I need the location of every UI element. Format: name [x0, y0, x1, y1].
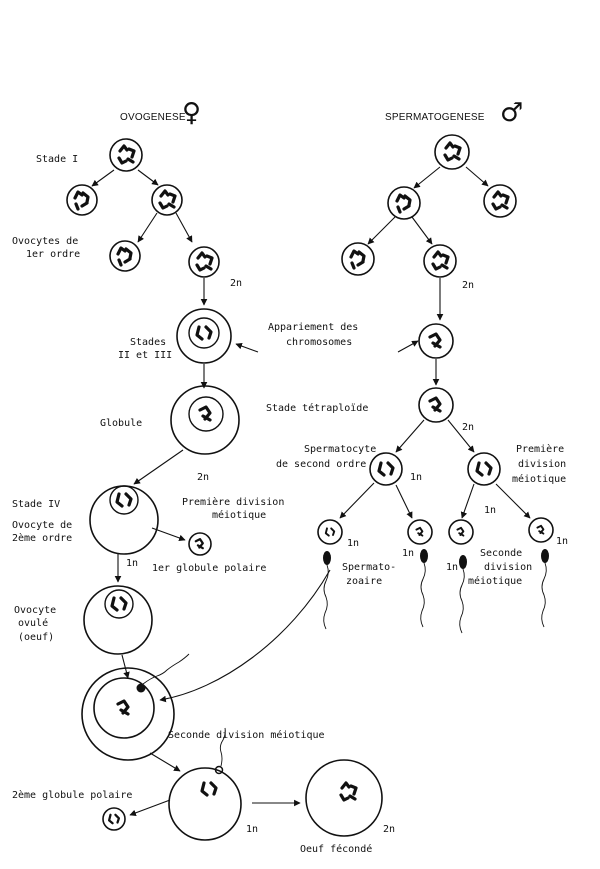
ploidy-sc2-right-1n: 1n — [484, 505, 496, 516]
label-spermatozoaire-1: Spermato- — [342, 562, 396, 573]
label-spermatocyte-1: Spermatocyte — [304, 444, 376, 455]
label-premiere-div-right-2: division — [518, 459, 566, 470]
spermatogonia-cell — [434, 134, 470, 170]
label-premiere-div-right-3: méiotique — [512, 473, 566, 485]
ploidy-oocyte-2n: 2n — [230, 278, 242, 289]
label-seconde-div-right-3: méiotique — [468, 575, 522, 587]
oocyte-2nd-order — [89, 485, 159, 555]
label-globule-polaire-1: 1er globule polaire — [152, 563, 266, 574]
label-stades-1: Stades — [130, 337, 166, 348]
label-stades-2: II et III — [118, 350, 172, 361]
ovulated-oocyte — [83, 585, 153, 655]
tetraploid-cell — [418, 387, 454, 423]
ovogonia-daughter-right — [151, 184, 183, 216]
ploidy-zygote-2n: 2n — [383, 824, 395, 835]
oocyte-1st-order-left — [109, 240, 141, 272]
ploidy-egg-1n: 1n — [246, 824, 258, 835]
female-symbol: ♀ — [182, 98, 201, 128]
label-globule: Globule — [100, 418, 142, 429]
spermatozoon-4 — [541, 549, 549, 628]
ploidy-spermatocyte-2n: 2n — [462, 280, 474, 291]
spermatocyte-1st-right — [423, 244, 457, 278]
spermatid-1 — [317, 519, 343, 545]
oocyte-stade-ii-iii — [176, 308, 232, 364]
ploidy-spermatid-4-1n: 1n — [556, 536, 568, 547]
spermatocyte-1st-left — [341, 242, 375, 276]
label-premiere-div-left-1: Première division — [182, 496, 284, 508]
ploidy-spermatid-3-1n: 1n — [446, 562, 458, 573]
male-symbol: ♂ — [500, 98, 523, 128]
label-spermatocyte-2: de second ordre — [276, 459, 366, 470]
ovogonia-daughter-left — [66, 184, 98, 216]
ploidy-spermatid-2-1n: 1n — [402, 548, 414, 559]
spermatid-2 — [407, 519, 433, 545]
fertilized-egg — [305, 759, 383, 837]
spermatogonia-daughter-left — [387, 186, 421, 220]
spermatozoon-1 — [323, 551, 331, 630]
label-seconde-div-center: Seconde division méiotique — [168, 729, 325, 741]
label-ovocyte-ovule-3: (oeuf) — [18, 632, 54, 643]
spermatogenese-heading: SPERMATOGENESE — [385, 112, 485, 123]
egg-second-division — [168, 727, 242, 841]
label-ovocyte-ovule-1: Ovocyte — [14, 605, 56, 616]
label-stade-tetraploide: Stade tétraploïde — [266, 402, 368, 414]
fertilization-oocyte — [81, 653, 190, 761]
ovogenese-heading: OVOGENESE — [120, 112, 186, 123]
ovogonia-cell — [109, 138, 143, 172]
ploidy-tetraploid-2n: 2n — [462, 422, 474, 433]
spermatid-3 — [448, 519, 474, 545]
spermatozoon-2 — [420, 549, 428, 628]
spermatid-4 — [528, 517, 554, 543]
spermatocyte-2nd-left — [369, 452, 403, 486]
oocyte-1st-order-right — [188, 246, 220, 278]
label-oeuf-feconde: Oeuf fécondé — [300, 843, 372, 855]
label-premiere-div-left-2: méiotique — [212, 509, 266, 521]
label-appariement-1: Appariement des — [268, 322, 358, 333]
label-appariement-2: chromosomes — [286, 337, 352, 348]
oocyte-growing — [170, 385, 240, 455]
label-globule-polaire-2: 2ème globule polaire — [12, 789, 132, 801]
label-ovocyte2-1: Ovocyte de — [12, 520, 72, 531]
ploidy-ovocyte2-1n: 1n — [126, 558, 138, 569]
label-ovocytes-1: Ovocytes de — [12, 236, 78, 247]
label-ovocytes-2: 1er ordre — [26, 249, 80, 260]
ploidy-spermatid-1-1n: 1n — [347, 538, 359, 549]
label-ovocyte-ovule-2: ovulé — [18, 617, 48, 629]
label-premiere-div-right-1: Première — [516, 443, 564, 455]
label-stade-i: Stade I — [36, 154, 78, 165]
ploidy-sc2-left-1n: 1n — [410, 472, 422, 483]
ploidy-globule-2n: 2n — [197, 472, 209, 483]
spermatocyte-2nd-right — [467, 452, 501, 486]
label-seconde-div-right-1: Seconde — [480, 548, 522, 559]
pairing-cell — [418, 323, 454, 359]
second-polar-body — [102, 807, 126, 831]
spermatogonia-daughter-right — [483, 184, 517, 218]
label-ovocyte2-2: 2ème ordre — [12, 532, 72, 544]
label-seconde-div-right-2: division — [484, 562, 532, 573]
spermatozoon-3 — [459, 555, 467, 634]
first-polar-body — [188, 532, 212, 556]
label-stade-iv: Stade IV — [12, 499, 60, 510]
label-spermatozoaire-2: zoaire — [346, 576, 382, 587]
